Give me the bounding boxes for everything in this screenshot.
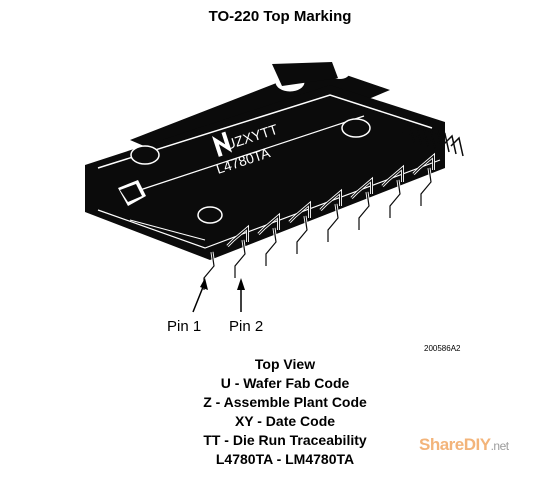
lead-outline (382, 166, 404, 187)
watermark: ShareDIY.net (419, 435, 509, 455)
pin2-arrow (237, 278, 245, 312)
rear-lead (429, 130, 443, 151)
lead-outline (389, 179, 401, 218)
legend-line: XY - Date Code (234, 413, 336, 429)
legend-line: Z - Assemble Plant Code (203, 394, 367, 410)
figure-id: 200586A2 (424, 344, 461, 353)
lead-outline (258, 214, 280, 235)
lead-outline (413, 154, 435, 175)
pin1-arrow (192, 278, 208, 313)
diagram-title: TO-220 Top Marking (208, 8, 352, 25)
manufacturer-logo-icon (212, 131, 233, 157)
lead-outline (289, 202, 311, 223)
lead-outline (327, 203, 339, 242)
rear-lead (436, 132, 450, 153)
pin-leads (202, 122, 464, 290)
lead-outline (320, 190, 342, 211)
rear-lead (415, 126, 429, 147)
watermark-main: ShareDIY (419, 435, 491, 454)
package-body (85, 85, 445, 260)
lead-outline (227, 226, 249, 247)
lead-outline (296, 215, 308, 254)
lead-outline (358, 191, 370, 230)
legend-line: TT - Die Run Traceability (203, 432, 367, 448)
rear-lead (408, 124, 422, 145)
legend: Top View U - Wafer Fab Code Z - Assemble… (120, 355, 450, 469)
lead-outline (265, 227, 277, 266)
watermark-suffix: .net (490, 439, 510, 453)
lead-outline (351, 178, 373, 199)
pin1-label: Pin 1 (167, 318, 202, 335)
legend-line: Top View (254, 356, 316, 372)
legend-line: U - Wafer Fab Code (220, 375, 350, 391)
rear-lead (422, 128, 436, 149)
rear-lead (443, 134, 457, 155)
rear-lead (450, 136, 464, 157)
pin2-label: Pin 2 (229, 318, 264, 335)
lead-outline (420, 167, 432, 206)
lead-outline (234, 239, 246, 278)
rear-lead (401, 122, 415, 143)
legend-line: L4780TA - LM4780TA (215, 451, 355, 467)
